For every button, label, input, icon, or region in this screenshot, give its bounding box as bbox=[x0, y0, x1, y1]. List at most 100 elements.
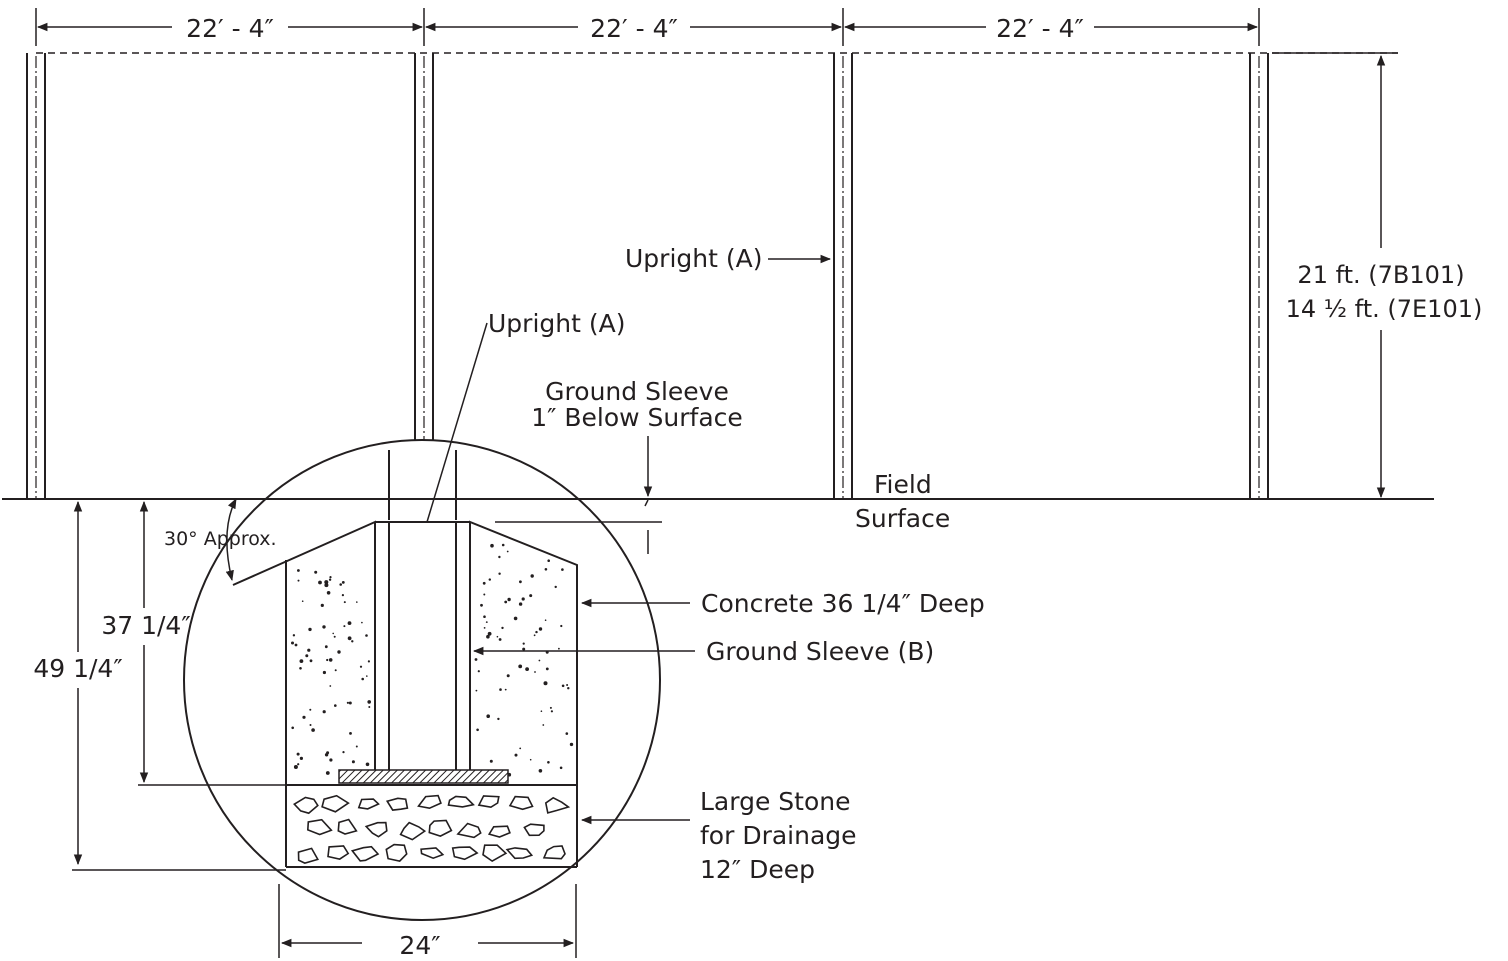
concrete-speckle bbox=[554, 585, 557, 589]
concrete-speckle bbox=[507, 597, 511, 602]
concrete-speckle bbox=[297, 579, 300, 582]
concrete-speckle bbox=[291, 641, 294, 645]
concrete-speckle bbox=[326, 591, 331, 595]
detail-upright bbox=[380, 450, 465, 520]
drainage-stone bbox=[327, 845, 350, 860]
concrete-speckle bbox=[365, 634, 368, 637]
concrete-speckle bbox=[487, 631, 492, 636]
concrete-speckle bbox=[504, 688, 507, 691]
drainage-stone bbox=[447, 795, 475, 808]
concrete-speckle bbox=[365, 762, 370, 767]
concrete-speckle bbox=[334, 704, 337, 707]
concrete-speckle bbox=[534, 671, 536, 673]
concrete-speckle bbox=[533, 634, 536, 637]
concrete-speckle bbox=[297, 763, 300, 766]
concrete-speckle bbox=[361, 621, 363, 624]
concrete-speckle bbox=[529, 758, 532, 761]
drainage-stone bbox=[428, 819, 453, 837]
concrete-speckle bbox=[326, 658, 329, 662]
concrete-speckle bbox=[521, 597, 525, 601]
concrete-speckle bbox=[540, 710, 543, 712]
concrete-speckle bbox=[311, 728, 315, 732]
concrete-speckle bbox=[538, 659, 541, 662]
drainage-stone bbox=[487, 825, 511, 838]
concrete-speckle bbox=[547, 761, 550, 764]
concrete-speckle bbox=[538, 627, 543, 631]
concrete-speckle bbox=[342, 751, 345, 754]
angle-arc bbox=[225, 498, 237, 582]
ground-sleeve-note-2: 1″ Below Surface bbox=[531, 403, 743, 432]
concrete-speckle bbox=[328, 658, 333, 662]
concrete-speckle bbox=[322, 625, 326, 629]
concrete-speckle bbox=[305, 654, 309, 658]
concrete-speckle bbox=[538, 769, 543, 773]
concrete-speckle bbox=[569, 742, 574, 747]
concrete-speckle bbox=[299, 659, 304, 663]
concrete-speckle bbox=[309, 724, 312, 726]
concrete-speckle bbox=[324, 645, 328, 649]
drainage-stone bbox=[399, 821, 427, 841]
drainage-stone bbox=[505, 847, 534, 860]
drainage-stone bbox=[321, 794, 350, 813]
drainage-stone bbox=[350, 845, 380, 862]
drainage-stone bbox=[306, 818, 333, 836]
surface-label: Surface bbox=[855, 504, 950, 533]
footing-detail bbox=[184, 440, 660, 920]
concrete-speckle bbox=[368, 706, 371, 708]
concrete-speckle bbox=[542, 724, 545, 726]
concrete-speckle bbox=[359, 665, 363, 668]
concrete-speckle bbox=[320, 603, 324, 608]
drainage-stone bbox=[417, 794, 442, 810]
drainage-stone bbox=[544, 796, 571, 814]
drainage-stone bbox=[477, 795, 500, 809]
concrete-speckle bbox=[550, 710, 554, 713]
concrete-speckle bbox=[346, 701, 349, 704]
concrete-speckle bbox=[367, 660, 370, 663]
drainage-stone bbox=[456, 822, 482, 839]
concrete-speckle bbox=[334, 669, 337, 672]
concrete-speckle bbox=[544, 619, 547, 621]
upright-label-detail: Upright (A) bbox=[488, 309, 625, 338]
depth-dimension-concrete bbox=[138, 500, 286, 786]
concrete-speckle bbox=[486, 634, 490, 639]
concrete-speckle bbox=[318, 580, 322, 585]
upright-post-3 bbox=[833, 53, 853, 500]
concrete-speckle bbox=[506, 674, 510, 678]
concrete-speckle bbox=[530, 574, 534, 578]
concrete-speckle bbox=[483, 593, 486, 596]
concrete-speckle bbox=[566, 684, 569, 686]
drainage-stone bbox=[385, 797, 409, 811]
concrete-speckle bbox=[547, 559, 550, 562]
concrete-label: Concrete 36 1/4″ Deep bbox=[701, 589, 985, 618]
concrete-speckle bbox=[522, 647, 526, 651]
concrete-speckle bbox=[496, 635, 499, 638]
bay-width-2: 22′ - 4″ bbox=[590, 14, 678, 43]
concrete-speckle bbox=[361, 677, 365, 681]
concrete-speckle bbox=[349, 732, 352, 735]
concrete-speckle bbox=[329, 685, 332, 687]
concrete-speckle bbox=[561, 568, 564, 571]
concrete-speckle bbox=[307, 648, 311, 652]
concrete-speckle bbox=[355, 745, 358, 748]
upright-post-2 bbox=[414, 53, 434, 446]
drainage-stone bbox=[451, 846, 479, 861]
ground-sleeve-b-label: Ground Sleeve (B) bbox=[706, 637, 934, 666]
width-label: 24″ bbox=[399, 931, 440, 960]
concrete-speckle bbox=[549, 706, 552, 709]
concrete-speckle bbox=[333, 635, 336, 638]
drainage-stone bbox=[337, 818, 358, 835]
concrete-speckle bbox=[329, 758, 333, 762]
ground-sleeve-tube bbox=[388, 522, 457, 770]
stone-label-3: 12″ Deep bbox=[700, 855, 815, 884]
concrete-speckle bbox=[314, 570, 318, 574]
concrete-speckle bbox=[294, 643, 298, 647]
concrete-speckle bbox=[543, 681, 548, 686]
concrete-speckles bbox=[291, 543, 574, 777]
concrete-speckle bbox=[297, 569, 300, 572]
drainage-stone bbox=[385, 843, 408, 862]
concrete-speckle bbox=[513, 616, 518, 621]
height-dimension bbox=[1272, 52, 1398, 499]
width-dimension bbox=[278, 884, 577, 958]
